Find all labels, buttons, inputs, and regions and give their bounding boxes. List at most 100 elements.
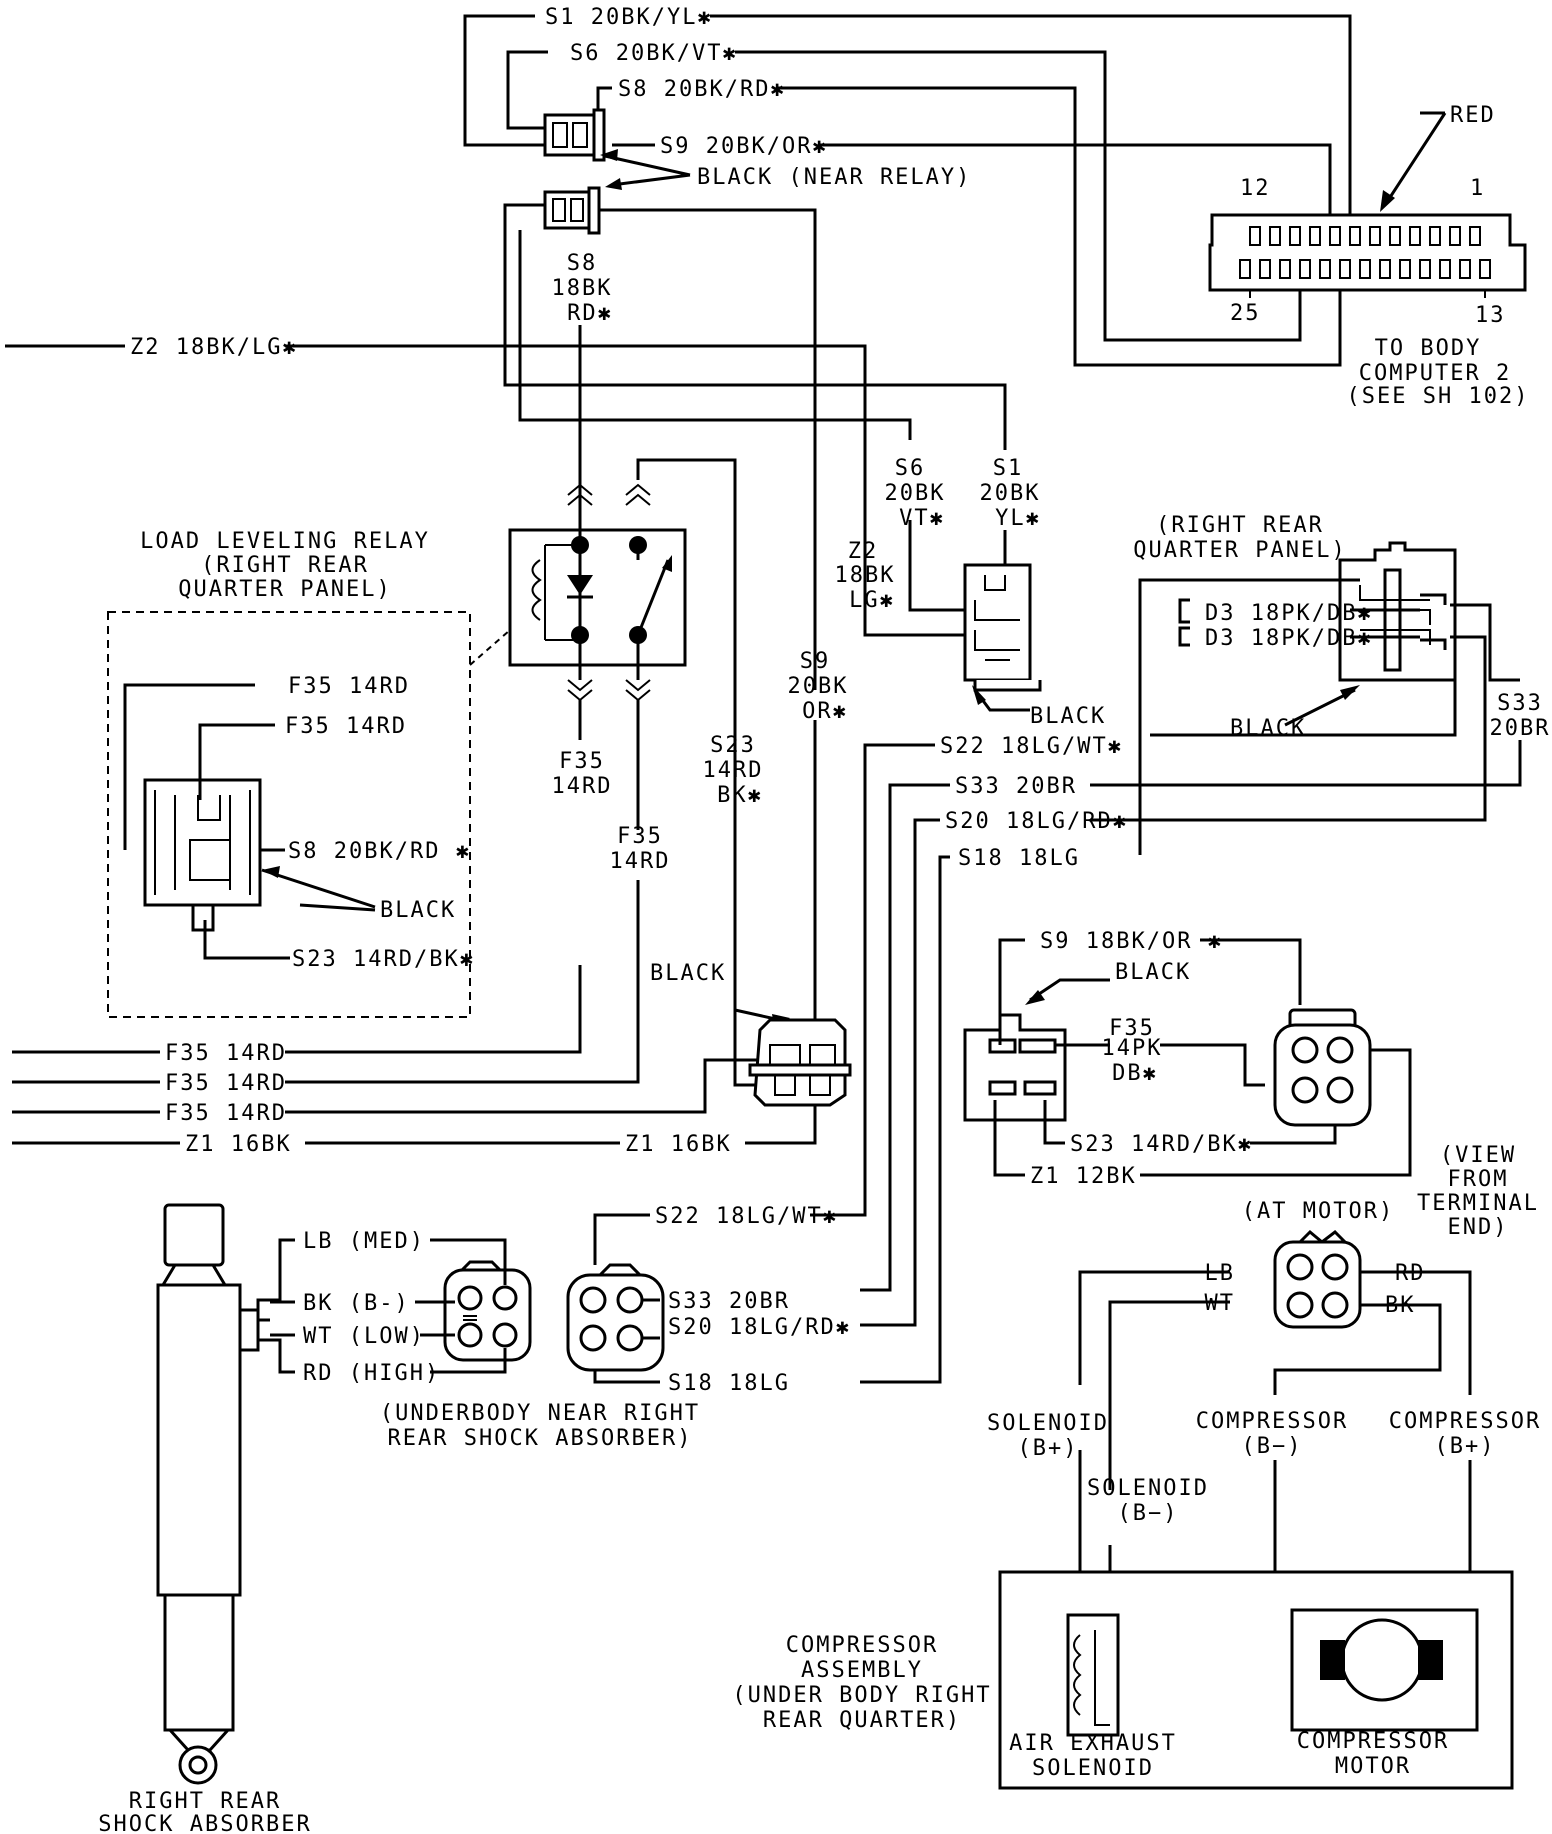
label-solenoid-bplus-2: (B+)	[1018, 1436, 1079, 1461]
label-llr-2: (RIGHT REAR	[201, 553, 369, 578]
label-bk-b: BK (B-)	[303, 1291, 410, 1316]
label-s20-lower: S20 18LG/RD✱	[668, 1315, 851, 1340]
label-view-2: FROM	[1448, 1167, 1509, 1192]
label-s1-b: 20BK	[980, 481, 1041, 506]
label-compressor-bplus-1: COMPRESSOR	[1389, 1409, 1541, 1434]
label-z1-left: Z1 16BK	[185, 1132, 292, 1157]
label-rd: RD	[1395, 1261, 1426, 1286]
label-s6-top: S6 20BK/VT✱	[570, 41, 738, 66]
labels: S1 20BK/YL✱ S6 20BK/VT✱ S8 20BK/RD✱ S9 2…	[98, 5, 1551, 1834]
connector-s8-near-relay	[543, 186, 601, 235]
label-s23-a: S23	[710, 733, 756, 758]
label-f35-b1: F35 14RD	[165, 1041, 287, 1066]
label-body-computer-2: COMPUTER 2	[1359, 361, 1511, 386]
label-compressor-motor-2: MOTOR	[1335, 1754, 1411, 1779]
label-f35-relay-2: F35 14RD	[285, 714, 407, 739]
label-pin-12: 12	[1240, 176, 1271, 201]
label-compressor-motor-1: COMPRESSOR	[1297, 1729, 1449, 1754]
label-s8-b: 18BK	[552, 276, 613, 301]
label-compressor-assembly-2: ASSEMBLY	[801, 1658, 923, 1683]
label-black-near-relay: BLACK (NEAR RELAY)	[697, 165, 971, 190]
label-s6-b: 20BK	[885, 481, 946, 506]
label-f35-c2b: 14RD	[610, 849, 671, 874]
label-f35-rc: DB✱	[1112, 1061, 1158, 1086]
label-black-2: BLACK	[1230, 716, 1306, 741]
label-z2-b: 18BK	[835, 563, 896, 588]
label-d3-1: D3 18PK/DB✱	[1205, 601, 1373, 626]
label-solenoid-bminus-1: SOLENOID	[1087, 1476, 1209, 1501]
label-compressor-bplus-2: (B+)	[1435, 1434, 1496, 1459]
connector-z2-s6-s1	[963, 563, 1042, 692]
top-harness-wires	[463, 14, 1447, 367]
label-shock-1: RIGHT REAR	[129, 1789, 281, 1814]
label-body-computer-1: TO BODY	[1375, 336, 1482, 361]
label-s8-c: RD✱	[567, 301, 613, 326]
label-rd-high: RD (HIGH)	[303, 1361, 440, 1386]
label-z1-right: Z1 12BK	[1030, 1164, 1137, 1189]
label-s33-lower: S33 20BR	[668, 1289, 790, 1314]
label-black-4: BLACK	[650, 961, 726, 986]
label-s8-relay: S8 20BK/RD ✱	[288, 839, 471, 864]
label-s9-c: OR✱	[802, 699, 848, 724]
label-f35-rb: 14PK	[1102, 1036, 1163, 1061]
label-shock-2: SHOCK ABSORBER	[98, 1812, 311, 1834]
label-compressor-assembly-4: REAR QUARTER)	[763, 1708, 961, 1733]
label-s33-a: S33	[1497, 691, 1543, 716]
label-d3-2: D3 18PK/DB✱	[1205, 626, 1373, 651]
label-compressor-assembly-1: COMPRESSOR	[786, 1633, 938, 1658]
label-z2-a: Z2	[848, 539, 879, 564]
label-s20-mid: S20 18LG/RD✱	[945, 809, 1128, 834]
connector-s-top	[543, 108, 606, 162]
label-f35-b2: F35 14RD	[165, 1071, 287, 1096]
connector-s9-f35-right	[963, 938, 1412, 1177]
label-pin-1: 1	[1470, 176, 1485, 201]
connector-at-motor	[1070, 1229, 1472, 1662]
label-air-exhaust-1: AIR EXHAUST	[1009, 1731, 1177, 1756]
label-f35-c2a: F35	[617, 824, 663, 849]
label-underbody-2: REAR SHOCK ABSORBER)	[388, 1426, 693, 1451]
label-at-motor: (AT MOTOR)	[1242, 1199, 1394, 1224]
label-s18-lower: S18 18LG	[668, 1371, 790, 1396]
label-pin-13: 13	[1475, 303, 1506, 328]
label-body-computer-3: (SEE SH 102)	[1347, 384, 1530, 409]
load-leveling-relay	[508, 480, 687, 830]
label-air-exhaust-2: SOLENOID	[1032, 1756, 1154, 1781]
label-compressor-bminus-1: COMPRESSOR	[1196, 1409, 1348, 1434]
connector-underbody	[566, 1213, 665, 1384]
label-bk: BK	[1385, 1293, 1416, 1318]
connector-d3	[1090, 541, 1522, 855]
label-s9-a: S9	[800, 649, 831, 674]
connector-shock-sensor	[256, 1238, 532, 1374]
label-f35-ra: F35	[1109, 1016, 1155, 1041]
label-compressor-assembly-3: (UNDER BODY RIGHT	[732, 1683, 991, 1708]
label-s1-c: YL✱	[995, 506, 1041, 531]
label-s23-b: 14RD	[703, 758, 764, 783]
label-black-3: BLACK	[380, 898, 456, 923]
label-black-1: BLACK	[1030, 704, 1106, 729]
label-wt: WT	[1205, 1291, 1236, 1316]
label-s33-b: 20BR	[1490, 716, 1551, 741]
label-s22-lower: S22 18LG/WT✱	[655, 1204, 838, 1229]
label-pin-25: 25	[1230, 301, 1261, 326]
label-rrq-1: (RIGHT REAR	[1156, 513, 1324, 538]
label-s8-top: S8 20BK/RD✱	[618, 77, 786, 102]
label-s23-relay: S23 14RD/BK✱	[292, 947, 475, 972]
label-red: RED	[1450, 103, 1496, 128]
label-compressor-bminus-2: (B−)	[1242, 1434, 1303, 1459]
label-s9-top: S9 20BK/OR✱	[660, 134, 828, 159]
label-solenoid-bplus-1: SOLENOID	[987, 1411, 1109, 1436]
label-z2-left: Z2 18BK/LG✱	[130, 335, 298, 360]
label-s8-a: S8	[567, 251, 598, 276]
label-f35-c1a: F35	[559, 749, 605, 774]
label-view-1: (VIEW	[1440, 1143, 1516, 1168]
label-s6-a: S6	[895, 456, 926, 481]
shock-absorber	[156, 1203, 260, 1785]
label-s9-right: S9 18BK/OR ✱	[1040, 929, 1223, 954]
label-s18-mid: S18 18LG	[958, 846, 1080, 871]
label-s33-mid: S33 20BR	[955, 774, 1077, 799]
sensor-wires	[810, 743, 950, 1384]
compressor-assembly	[998, 1570, 1514, 1790]
label-lb-med: LB (MED)	[303, 1229, 425, 1254]
